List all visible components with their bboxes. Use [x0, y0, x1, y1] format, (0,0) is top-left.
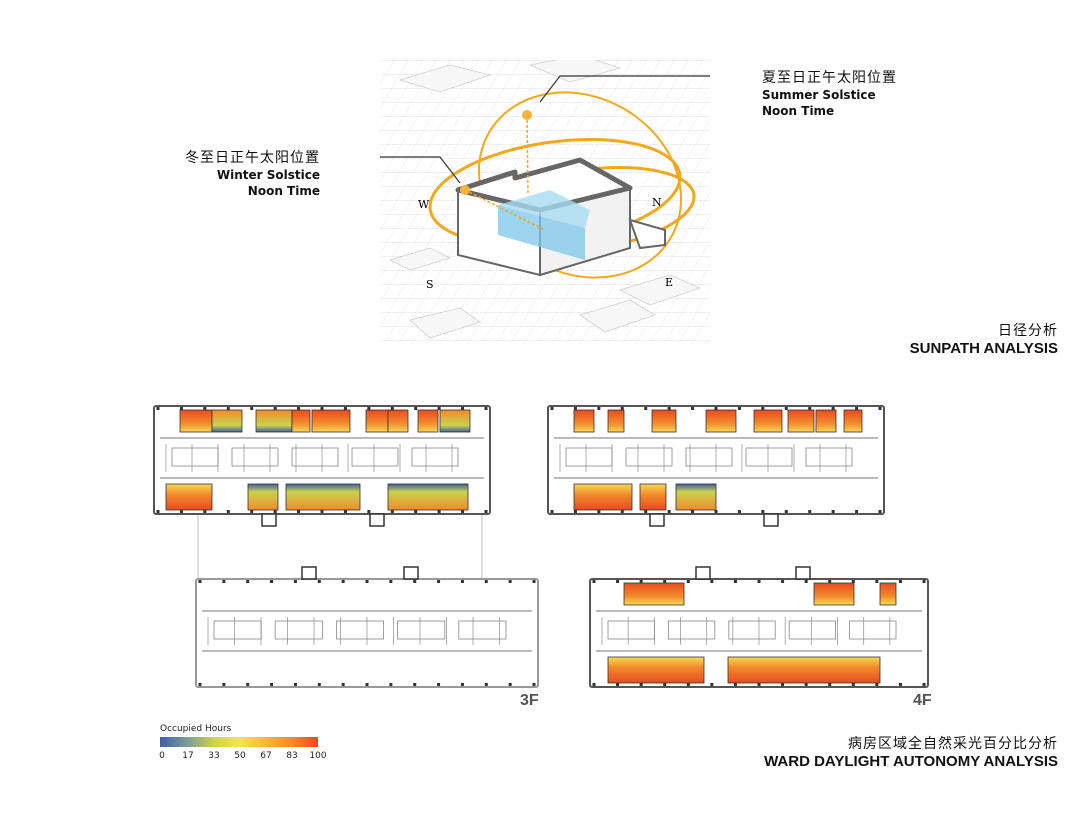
summer-label-cn: 夏至日正午太阳位置	[762, 70, 897, 86]
summer-label-en2: Noon Time	[762, 104, 835, 118]
floor-plan-3f	[195, 566, 539, 688]
winter-label-en2: Noon Time	[247, 184, 320, 198]
ward-title: 病房区域全自然采光百分比分析 WARD DAYLIGHT AUTONOMY AN…	[764, 733, 1058, 770]
compass-south: S	[426, 278, 434, 291]
sunpath-title: 日径分析 SUNPATH ANALYSIS	[910, 320, 1058, 357]
winter-label-cn: 冬至日正午太阳位置	[185, 150, 320, 166]
legend-tick-50: 50	[234, 751, 246, 761]
sunpath-title-en: SUNPATH ANALYSIS	[909, 340, 1058, 357]
ward-title-cn: 病房区域全自然采光百分比分析	[848, 736, 1058, 752]
plan-4f	[588, 565, 930, 691]
legend-tick-67: 67	[260, 751, 272, 761]
compass-east: E	[665, 276, 673, 289]
plan-right-upper	[546, 404, 886, 530]
ward-title-en: WARD DAYLIGHT AUTONOMY ANALYSIS	[764, 753, 1058, 770]
legend-tick-33: 33	[208, 751, 220, 761]
legend-tick-83: 83	[286, 751, 298, 761]
floor-plan-4f	[589, 566, 929, 688]
legend-tick-0: 0	[159, 751, 165, 761]
plan-connectors	[197, 515, 483, 580]
context-buildings	[388, 60, 702, 339]
legend-tick-17: 17	[182, 751, 194, 761]
summer-leader	[539, 75, 710, 103]
legend-gradient-bar	[160, 737, 318, 747]
floor-label-3f: 3F	[520, 692, 539, 709]
legend-tick-100: 100	[309, 751, 327, 761]
winter-sun-icon	[460, 185, 470, 195]
summer-sun-icon	[522, 110, 532, 120]
ward-glass-volume	[498, 205, 585, 260]
sunpath-title-cn: 日径分析	[998, 323, 1058, 339]
compass-west: W	[418, 198, 430, 211]
legend-title: Occupied Hours	[160, 724, 232, 734]
compass-north: N	[652, 196, 662, 209]
sunpath-diagram: W N S E	[380, 60, 710, 345]
legend-ticks: 0 17 33 50 67 83 100	[159, 751, 326, 765]
winter-label-en1: Winter Solstice	[216, 168, 320, 182]
floor-label-4f: 4F	[913, 692, 932, 709]
floor-plan-a	[153, 405, 491, 527]
summer-label: 夏至日正午太阳位置 Summer Solstice Noon Time	[762, 67, 897, 119]
legend: Occupied Hours 0 17 33 50 67 83 100	[159, 724, 330, 765]
winter-label: 冬至日正午太阳位置 Winter Solstice Noon Time	[185, 147, 320, 199]
floor-plan-b	[547, 405, 885, 527]
hospital-building	[455, 157, 666, 277]
summer-label-en1: Summer Solstice	[762, 88, 876, 102]
plan-3f	[194, 565, 540, 691]
winter-leader	[380, 156, 461, 184]
plan-left-upper	[152, 404, 492, 530]
